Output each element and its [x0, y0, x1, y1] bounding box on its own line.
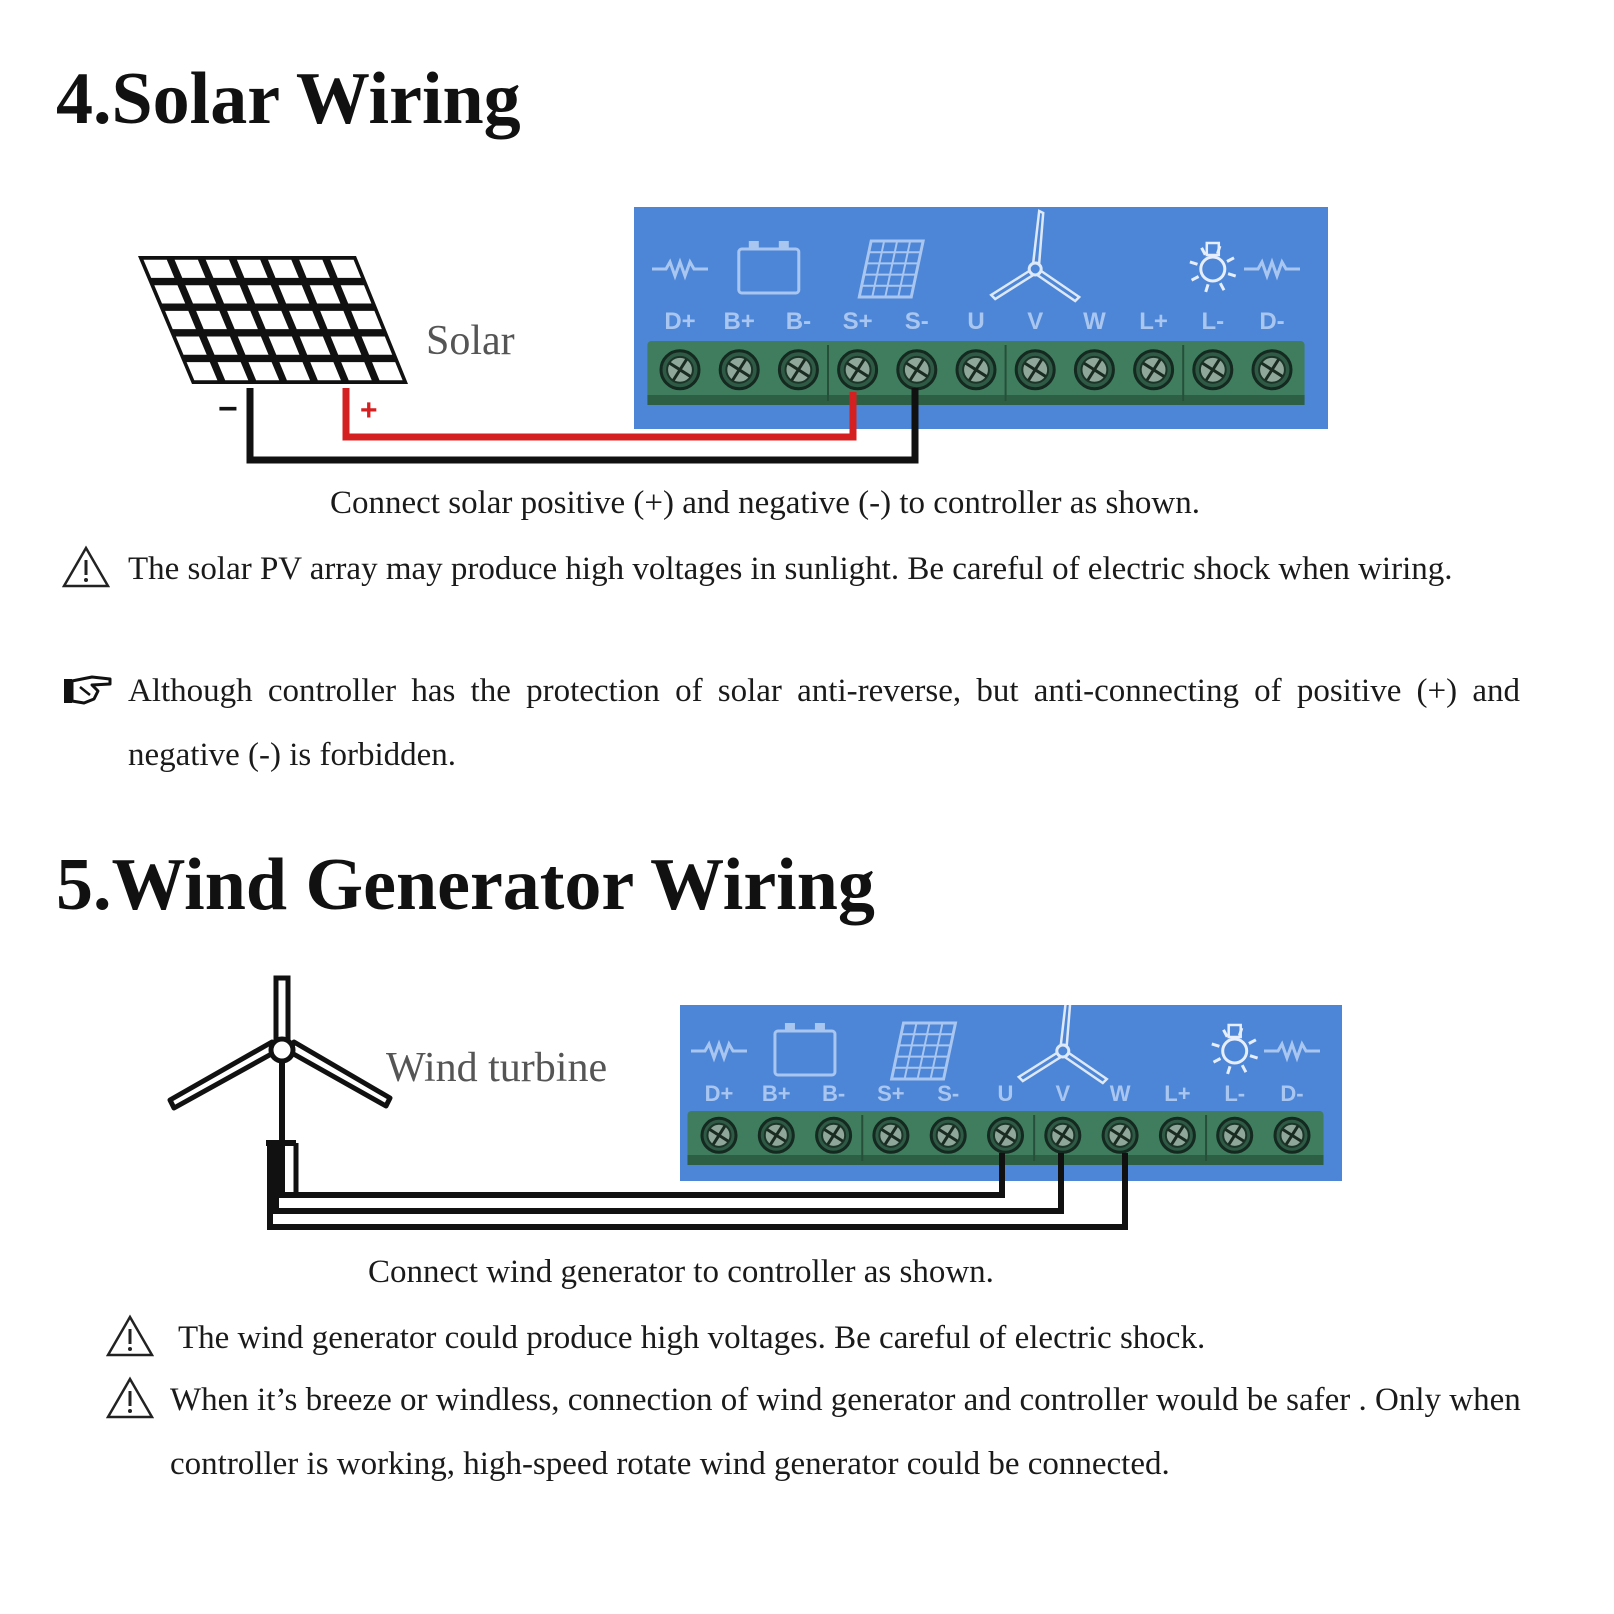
warning-triangle-icon: [62, 545, 110, 588]
terminal-screw: [1014, 349, 1056, 391]
solar-note-2-text: Although controller has the protection o…: [128, 673, 1520, 773]
terminal-screw: [955, 349, 997, 391]
wind-note-2-text: When it’s breeze or windless, connection…: [170, 1382, 1521, 1482]
wind-note-1: The wind generator could produce high vo…: [106, 1306, 1526, 1370]
terminal-screw: [815, 1116, 853, 1154]
terminal-screw: [837, 349, 879, 391]
lamp-icon: [1189, 241, 1237, 293]
wind-turbine-icon: [1016, 1005, 1109, 1085]
terminal-label: S-: [937, 1081, 959, 1106]
positive-wire: [342, 388, 857, 441]
terminal-label: B+: [762, 1081, 791, 1106]
terminal-label: L-: [1201, 308, 1224, 335]
wind-turbine-icon: [989, 209, 1082, 303]
terminal-label: U: [998, 1081, 1014, 1106]
terminal-label: L+: [1139, 308, 1168, 335]
terminal-label: L+: [1164, 1081, 1190, 1106]
solar-caption: Connect solar positive (+) and negative …: [330, 485, 1200, 521]
terminal-screw: [757, 1116, 795, 1154]
resistor-icon: [691, 1039, 747, 1063]
terminal-label: B+: [724, 308, 755, 335]
terminal-label: L-: [1224, 1081, 1245, 1106]
wind-note-1-text: The wind generator could produce high vo…: [178, 1320, 1206, 1356]
terminal-screw: [896, 349, 938, 391]
terminal-screw: [1251, 349, 1293, 391]
wind-turbine-label: Wind turbine: [386, 1045, 608, 1091]
controller-diagram-solar: D+ B+ B- S+ S- U V W L+ L- D-: [634, 207, 1328, 429]
solar-panel-icon: [889, 1021, 958, 1081]
battery-icon: [773, 1023, 837, 1077]
resistor-icon: [652, 257, 708, 281]
warning-triangle-icon: [106, 1314, 154, 1357]
terminal-label: S+: [843, 308, 873, 335]
terminal-screw: [777, 349, 819, 391]
wind-wire-u: [279, 1143, 1005, 1198]
terminal-screw: [987, 1116, 1024, 1154]
terminal-screw: [1073, 349, 1115, 391]
warning-triangle-icon: [106, 1376, 154, 1419]
terminal-screw: [700, 1116, 738, 1154]
terminal-screw: [1133, 349, 1175, 391]
terminal-screw: [1044, 1116, 1082, 1154]
wind-wiring-heading: 5.Wind Generator Wiring: [56, 844, 875, 926]
solar-panel-icon: [138, 256, 408, 384]
wind-caption: Connect wind generator to controller as …: [368, 1254, 994, 1290]
wind-wire-v: [273, 1143, 1064, 1214]
terminal-label: B-: [822, 1081, 845, 1106]
terminal-label: D+: [705, 1081, 734, 1106]
terminal-screw: [718, 349, 760, 391]
pointing-hand-icon: [64, 675, 112, 705]
terminal-label: S+: [877, 1081, 905, 1106]
terminal-label: W: [1083, 308, 1106, 335]
terminal-label: S-: [905, 308, 929, 335]
terminal-label: V: [1027, 308, 1043, 335]
wind-note-2: When it’s breeze or windless, connection…: [106, 1368, 1536, 1498]
terminal-screw: [929, 1116, 967, 1154]
minus-mark: −: [218, 390, 238, 428]
lamp-icon: [1211, 1023, 1259, 1075]
terminal-screw: [1273, 1116, 1311, 1154]
solar-wiring-heading: 4.Solar Wiring: [56, 58, 521, 140]
terminal-screw: [1158, 1116, 1196, 1154]
terminal-screw: [1101, 1116, 1139, 1154]
resistor-icon: [1264, 1039, 1320, 1063]
terminal-label: U: [967, 308, 984, 335]
solar-panel-icon: [857, 239, 925, 299]
terminal-screw: [1192, 349, 1234, 391]
negative-wire: [246, 388, 919, 464]
terminal-label: B-: [786, 308, 811, 335]
terminal-label: D-: [1280, 1081, 1303, 1106]
battery-icon: [737, 241, 801, 295]
solar-note-1-text: The solar PV array may produce high volt…: [128, 551, 1453, 587]
controller-diagram-wind: D+ B+ B- S+ S- U V W L+ L- D-: [680, 1005, 1342, 1181]
terminal-label: D-: [1259, 308, 1284, 335]
solar-note-1: The solar PV array may produce high volt…: [62, 537, 1512, 667]
terminal-label: W: [1110, 1081, 1131, 1106]
solar-note-2: Although controller has the protection o…: [62, 659, 1522, 789]
resistor-icon: [1244, 257, 1300, 281]
terminal-screw: [872, 1116, 910, 1154]
solar-panel-label: Solar: [426, 318, 515, 364]
plus-mark: +: [360, 394, 378, 427]
terminal-label: D+: [664, 308, 695, 335]
terminal-screw: [1216, 1116, 1254, 1154]
wind-wire-w: [267, 1143, 1128, 1230]
terminal-screw: [659, 349, 701, 391]
terminal-label: V: [1055, 1081, 1070, 1106]
